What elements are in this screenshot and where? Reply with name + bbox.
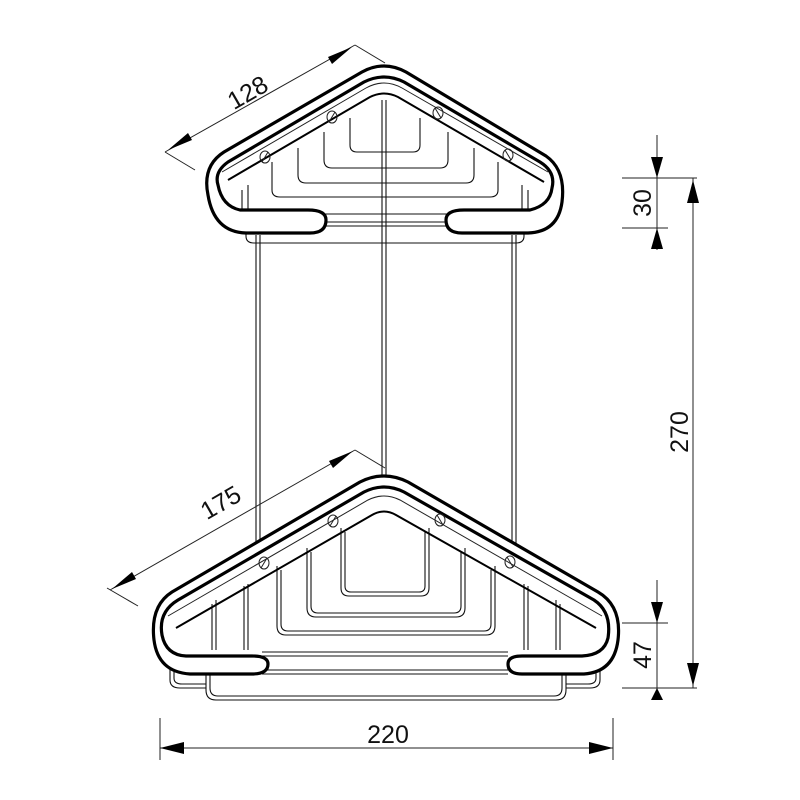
arrowhead-icon	[328, 47, 352, 64]
dimension-label-175: 175	[196, 481, 246, 526]
screw-icon	[326, 110, 338, 124]
screw-icon	[434, 513, 446, 527]
dimension-bottom-depth: 175	[106, 449, 386, 607]
arrowhead-icon	[687, 180, 699, 203]
dimension-width: 220	[159, 718, 614, 760]
top-basket	[205, 64, 565, 244]
arrowhead-icon	[168, 133, 192, 150]
screw-icon	[432, 106, 444, 120]
arrowhead-icon	[651, 602, 663, 623]
arrowhead-icon	[589, 742, 613, 754]
vertical-rods	[255, 100, 517, 548]
screw-icon	[504, 555, 516, 569]
arrowhead-icon	[651, 157, 663, 178]
dimension-label-47: 47	[629, 641, 657, 669]
dimension-total-height: 270	[666, 178, 699, 688]
screw-icon	[259, 150, 271, 164]
screw-icon	[258, 556, 270, 570]
arrowhead-icon	[329, 451, 353, 468]
arrowhead-icon	[687, 663, 699, 686]
arrowhead-icon	[651, 688, 663, 700]
screw-icon	[502, 148, 514, 162]
arrowhead-icon	[112, 572, 136, 589]
dimension-label-30: 30	[629, 189, 657, 217]
dimension-bottom-basket-height: 47	[622, 580, 697, 700]
dimension-label-128: 128	[223, 71, 273, 116]
dimension-label-270: 270	[666, 411, 694, 453]
bottom-basket	[151, 474, 621, 701]
screw-icon	[327, 514, 339, 528]
dimension-label-220: 220	[367, 721, 409, 749]
arrowhead-icon	[160, 742, 184, 754]
arrowhead-icon	[651, 228, 663, 249]
dimension-top-basket-height: 30	[622, 135, 697, 250]
